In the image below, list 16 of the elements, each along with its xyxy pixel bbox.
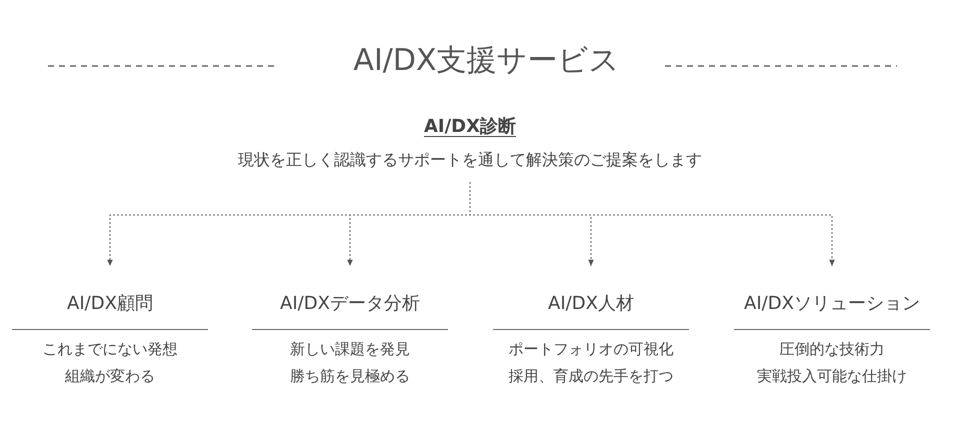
description: 圧倒的な技術力 bbox=[780, 340, 884, 359]
heading: AI/DX顧問 bbox=[67, 292, 153, 315]
description: 組織が変わる bbox=[65, 367, 155, 386]
arrow bbox=[470, 182, 835, 266]
description: 勝ち筋を見極める bbox=[290, 367, 410, 386]
description: 現状を正しく認識するサポートを通して解決策のご提案をします bbox=[238, 150, 702, 171]
heading: AI/DX診断 bbox=[424, 115, 516, 138]
title: AI/DX支援サービス bbox=[353, 42, 620, 80]
heading: AI/DX人材 bbox=[548, 292, 634, 315]
heading: AI/DXソリューション bbox=[744, 292, 920, 315]
description: 実戦投入可能な仕掛け bbox=[757, 367, 907, 386]
description: これまでにない発想 bbox=[42, 340, 178, 359]
description: ポートフォリオの可視化 bbox=[508, 340, 674, 359]
description: 新しい課題を発見 bbox=[290, 340, 410, 359]
description: 採用、育成の先手を打つ bbox=[508, 367, 674, 386]
heading: AI/DXデータ分析 bbox=[280, 292, 420, 315]
